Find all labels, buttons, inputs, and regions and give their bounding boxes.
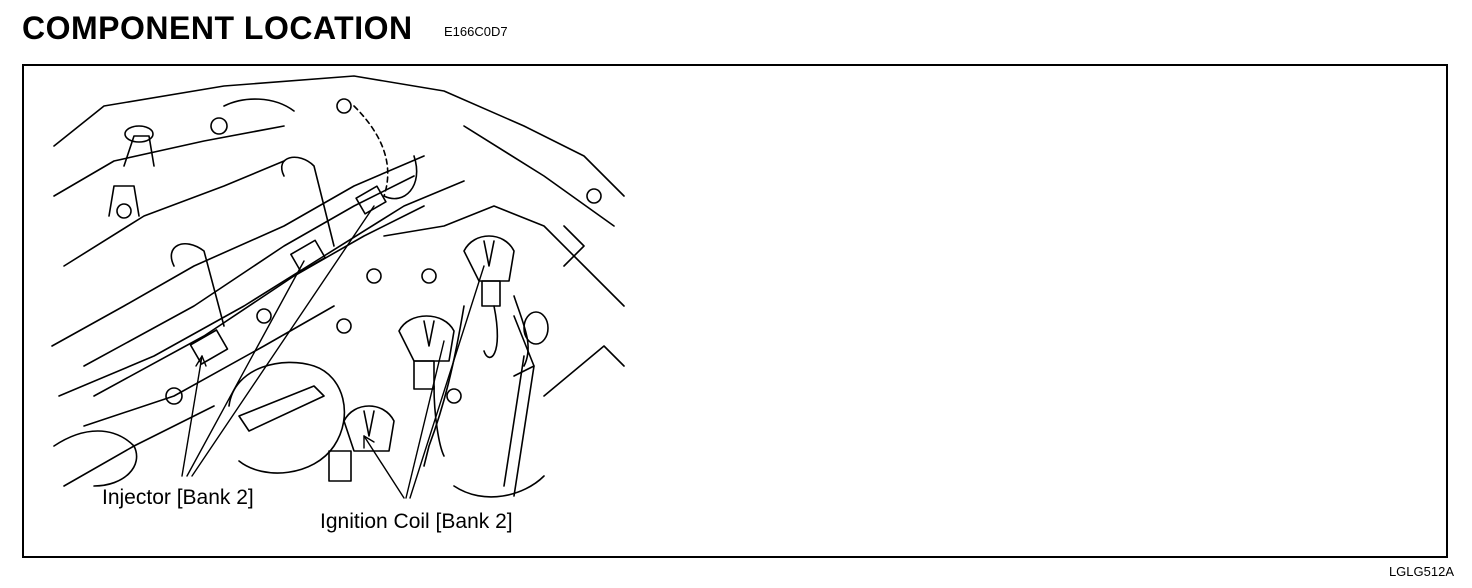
- cylinder-head: [383, 125, 625, 498]
- figure-frame: [22, 64, 1448, 558]
- fuel-rail: [83, 105, 425, 397]
- ignition-coils: [328, 235, 515, 482]
- engine-illustration: Injector [Bank 2] Ignition Coil [Bank 2]: [51, 75, 625, 533]
- callout-leaders: [181, 205, 485, 499]
- injector-connectors: [189, 185, 387, 365]
- bolts: [116, 98, 602, 405]
- figure-reference: LGLG512A: [1388, 564, 1454, 579]
- page-title: COMPONENT LOCATION: [22, 10, 413, 46]
- oil-filler-cap: [228, 361, 346, 474]
- intake-manifold: [51, 75, 625, 487]
- document-code: E166C0D7: [444, 24, 508, 39]
- injector-label: Injector [Bank 2]: [102, 486, 254, 509]
- ignition-coil-label: Ignition Coil [Bank 2]: [320, 510, 513, 533]
- coil-wiring: [423, 295, 549, 497]
